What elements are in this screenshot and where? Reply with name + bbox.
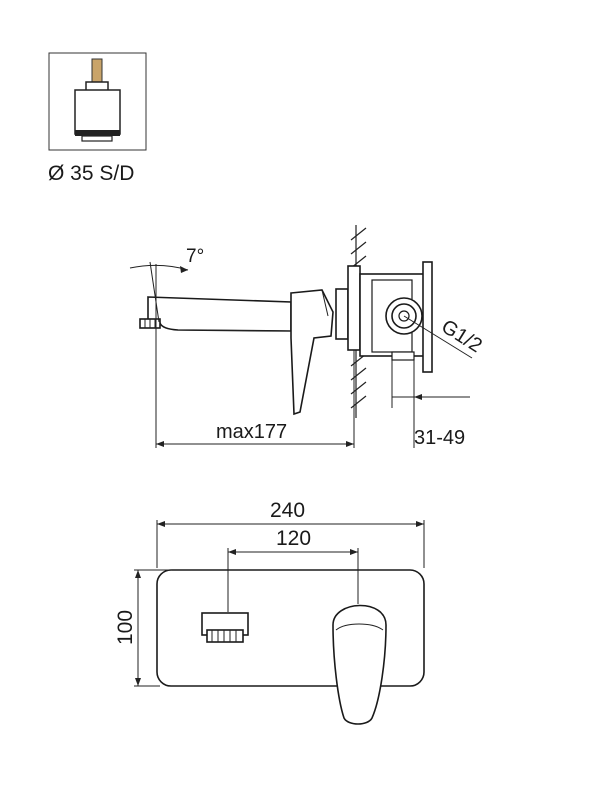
reach-label: max177	[216, 421, 287, 443]
cover-plate-side	[335, 288, 349, 340]
spout	[147, 296, 292, 332]
height-label: 100	[114, 610, 137, 645]
spout-outlet-front	[201, 612, 249, 643]
side-view: G1/2 7° max177 31-49	[129, 225, 486, 449]
lever-front	[332, 604, 387, 725]
angle-tilt-line	[149, 261, 160, 323]
thread-leader	[403, 315, 473, 359]
depth-label: 31-49	[414, 427, 465, 449]
cartridge-detail: Ø 35 S/D	[48, 52, 147, 185]
mixer-body-side	[290, 289, 334, 416]
cartridge-label: Ø 35 S/D	[48, 162, 134, 185]
concealed-body	[359, 261, 433, 373]
cartridge-base	[75, 130, 120, 136]
angle-label: 7°	[186, 246, 204, 267]
cartridge-foot	[81, 135, 113, 142]
cartridge-body	[74, 89, 121, 135]
angle-arrow	[180, 266, 188, 273]
angle-arc	[129, 264, 189, 271]
wall-rosette	[347, 265, 361, 351]
front-view: 240 120 100	[114, 499, 425, 725]
width-label: 240	[270, 499, 305, 522]
spacing-label: 120	[276, 527, 311, 550]
